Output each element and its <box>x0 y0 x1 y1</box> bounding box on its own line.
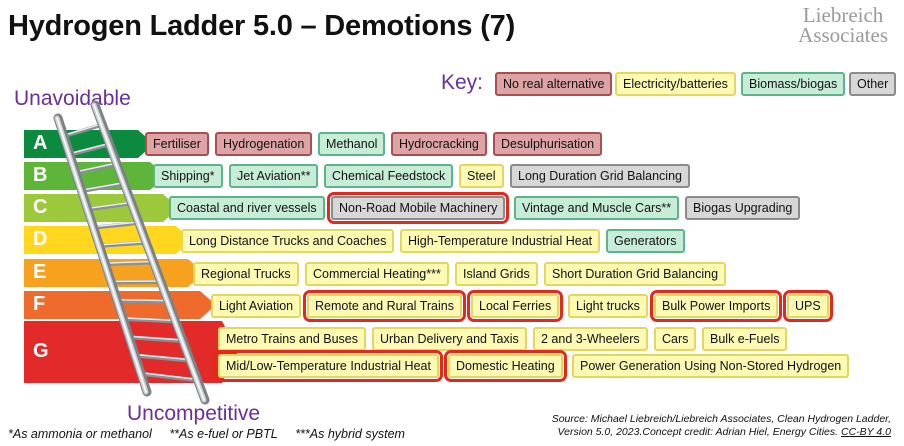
band-arrow-g: G <box>24 321 238 383</box>
footnote-2: **As e-fuel or PBTL <box>169 427 278 441</box>
application-non-road-mobile-machinery: Non-Road Mobile Machinery <box>326 192 510 224</box>
source-line-2-text: Version 5.0, 2023.Concept credit: Adrian… <box>557 425 839 438</box>
application-light-aviation: Light Aviation <box>211 294 302 318</box>
band-letter-d: D <box>33 228 48 250</box>
application-generators: Generators <box>606 229 685 253</box>
application-cars: Cars <box>654 327 697 351</box>
application-remote-and-rural-trains: Remote and Rural Trains <box>303 290 466 322</box>
band-letter-a: A <box>33 132 48 154</box>
application-short-duration-grid-balancing: Short Duration Grid Balancing <box>544 262 727 286</box>
key-item-no-real-alternative: No real alternative <box>495 72 613 96</box>
band-arrow-f: F <box>24 291 216 319</box>
logo-line-1: Liebreich <box>802 3 884 27</box>
footnote-3: ***As hybrid system <box>295 427 405 441</box>
label-uncompetitive: Uncompetitive <box>127 402 261 425</box>
band-letter-f: F <box>33 293 46 315</box>
company-logo: Liebreich Associates <box>798 3 888 47</box>
key-item-other: Other <box>849 72 897 96</box>
label-unavoidable: Unavoidable <box>14 87 131 110</box>
logo-line-2: Associates <box>798 23 888 47</box>
application-local-ferries: Local Ferries <box>466 290 564 322</box>
application-jet-aviation: Jet Aviation** <box>229 164 319 188</box>
band-arrow-c: C <box>24 194 179 222</box>
band-arrow-a: A <box>24 130 154 158</box>
key-item-electricity-batteries: Electricity/batteries <box>615 72 736 96</box>
application-shipping: Shipping* <box>153 164 223 188</box>
application-high-temperature-industrial-heat: High-Temperature Industrial Heat <box>400 229 601 253</box>
application-regional-trucks: Regional Trucks <box>193 262 299 286</box>
application-hydrocracking: Hydrocracking <box>391 132 487 156</box>
application-methanol: Methanol <box>318 132 386 156</box>
page-title: Hydrogen Ladder 5.0 – Demotions (7) <box>8 10 516 42</box>
application-mid-low-temperature-industrial-heat: Mid/Low-Temperature Industrial Heat <box>214 350 443 382</box>
license-link[interactable]: CC-BY 4.0 <box>841 425 891 438</box>
band-letter-c: C <box>33 196 48 218</box>
application-domestic-heating: Domestic Heating <box>444 350 567 382</box>
application-bulk-e-fuels: Bulk e-Fuels <box>702 327 788 351</box>
application-light-trucks: Light trucks <box>568 294 648 318</box>
footnote-1: *As ammonia or methanol <box>8 427 152 441</box>
band-arrow-d: D <box>24 226 192 254</box>
application-vintage-and-muscle-cars: Vintage and Muscle Cars** <box>514 196 680 220</box>
application-long-duration-grid-balancing: Long Duration Grid Balancing <box>510 164 690 188</box>
application-steel: Steel <box>459 164 504 188</box>
application-bulk-power-imports: Bulk Power Imports <box>649 290 783 322</box>
application-biogas-upgrading: Biogas Upgrading <box>685 196 801 220</box>
band-letter-e: E <box>33 261 47 283</box>
band-arrow-e: E <box>24 259 204 287</box>
application-hydrogenation: Hydrogenation <box>215 132 313 156</box>
application-commercial-heating: Commercial Heating*** <box>305 262 449 286</box>
application-urban-delivery-and-taxis: Urban Delivery and Taxis <box>372 327 527 351</box>
band-arrow-b: B <box>24 162 166 190</box>
application-fertiliser: Fertiliser <box>145 132 209 156</box>
application-ups: UPS <box>783 290 833 322</box>
application-desulphurisation: Desulphurisation <box>493 132 603 156</box>
application-coastal-and-river-vessels: Coastal and river vessels <box>169 196 325 220</box>
application-island-grids: Island Grids <box>455 262 538 286</box>
source-note: Source: Michael Liebreich/Liebreich Asso… <box>552 413 891 438</box>
source-line-1: Source: Michael Liebreich/Liebreich Asso… <box>551 413 891 425</box>
band-letter-g: G <box>33 340 49 362</box>
footnotes: *As ammonia or methanol **As e-fuel or P… <box>8 427 419 441</box>
application-long-distance-trucks-and-coaches: Long Distance Trucks and Coaches <box>181 229 395 253</box>
application-metro-trains-and-buses: Metro Trains and Buses <box>218 327 367 351</box>
application-chemical-feedstock: Chemical Feedstock <box>324 164 454 188</box>
band-letter-b: B <box>33 164 48 186</box>
key-label: Key: <box>441 71 484 94</box>
application-2-and-3-wheelers: 2 and 3-Wheelers <box>533 327 648 351</box>
application-power-generation-using-non-stored-hydrogen: Power Generation Using Non-Stored Hydrog… <box>572 354 850 378</box>
key-item-biomass-biogas: Biomass/biogas <box>741 72 846 96</box>
source-line-2: Version 5.0, 2023.Concept credit: Adrian… <box>552 426 891 439</box>
